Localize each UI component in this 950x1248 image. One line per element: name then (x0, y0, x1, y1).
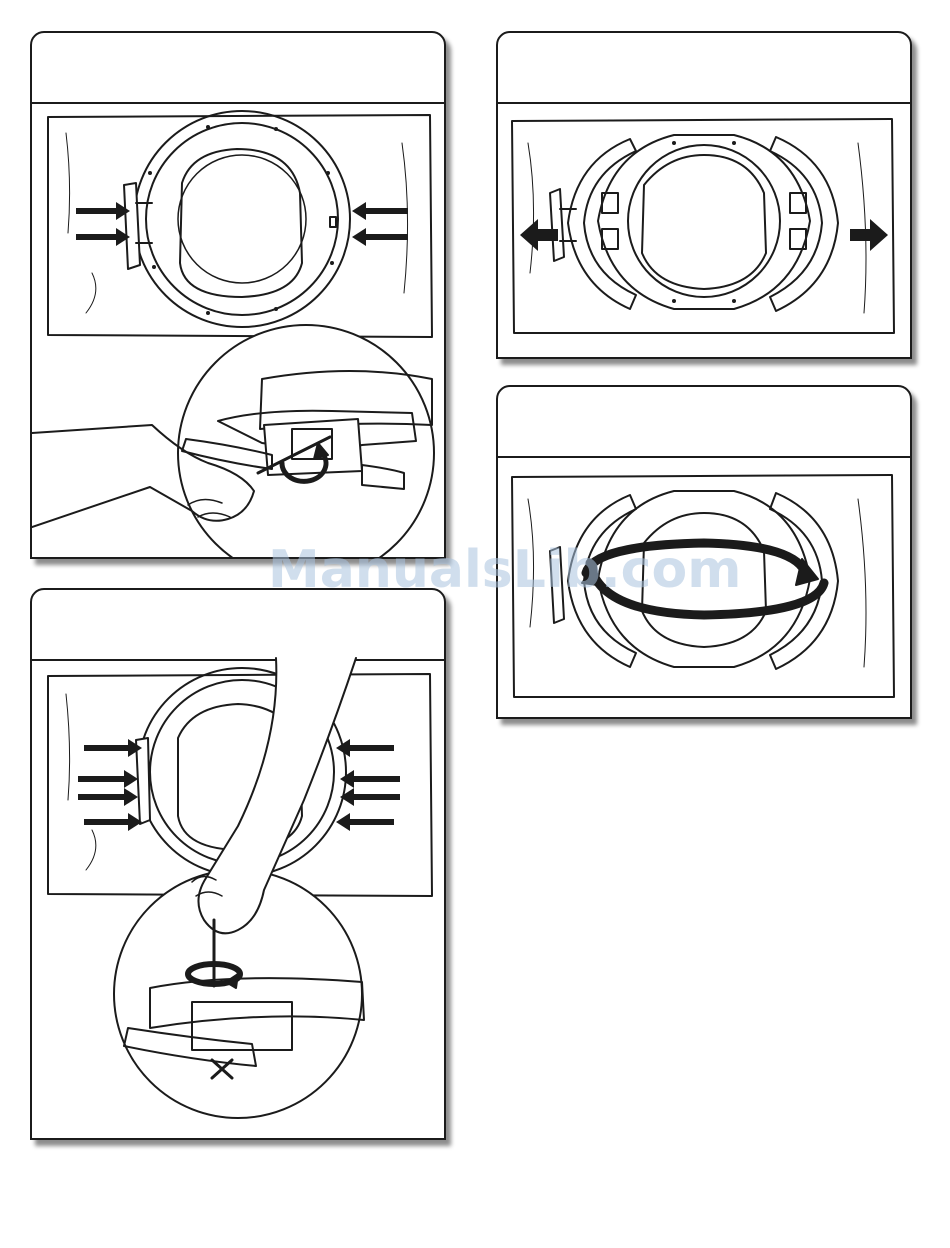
arrow-icon-group-left (76, 202, 130, 246)
rotate-arrow-icon (586, 543, 806, 575)
hinge (124, 183, 140, 269)
left-door-half (568, 139, 636, 309)
illustration-panel-2 (496, 31, 912, 359)
door-ring (134, 111, 350, 327)
illustration-panel-1 (30, 31, 446, 559)
panel-4-drawing (32, 590, 444, 1138)
panel-2-drawing (498, 33, 910, 357)
arrow-icon-group-left (78, 739, 142, 831)
door-glass (628, 145, 780, 297)
solid-arrow-icon (850, 219, 888, 251)
illustration-panel-3 (496, 385, 912, 719)
panel-1-drawing (32, 33, 444, 557)
hinge (550, 547, 564, 623)
panel-3-drawing (498, 387, 910, 717)
hinge (136, 738, 150, 824)
hinge (550, 189, 564, 261)
arrow-icon-group-right (352, 202, 408, 246)
illustration-panel-4 (30, 588, 446, 1140)
